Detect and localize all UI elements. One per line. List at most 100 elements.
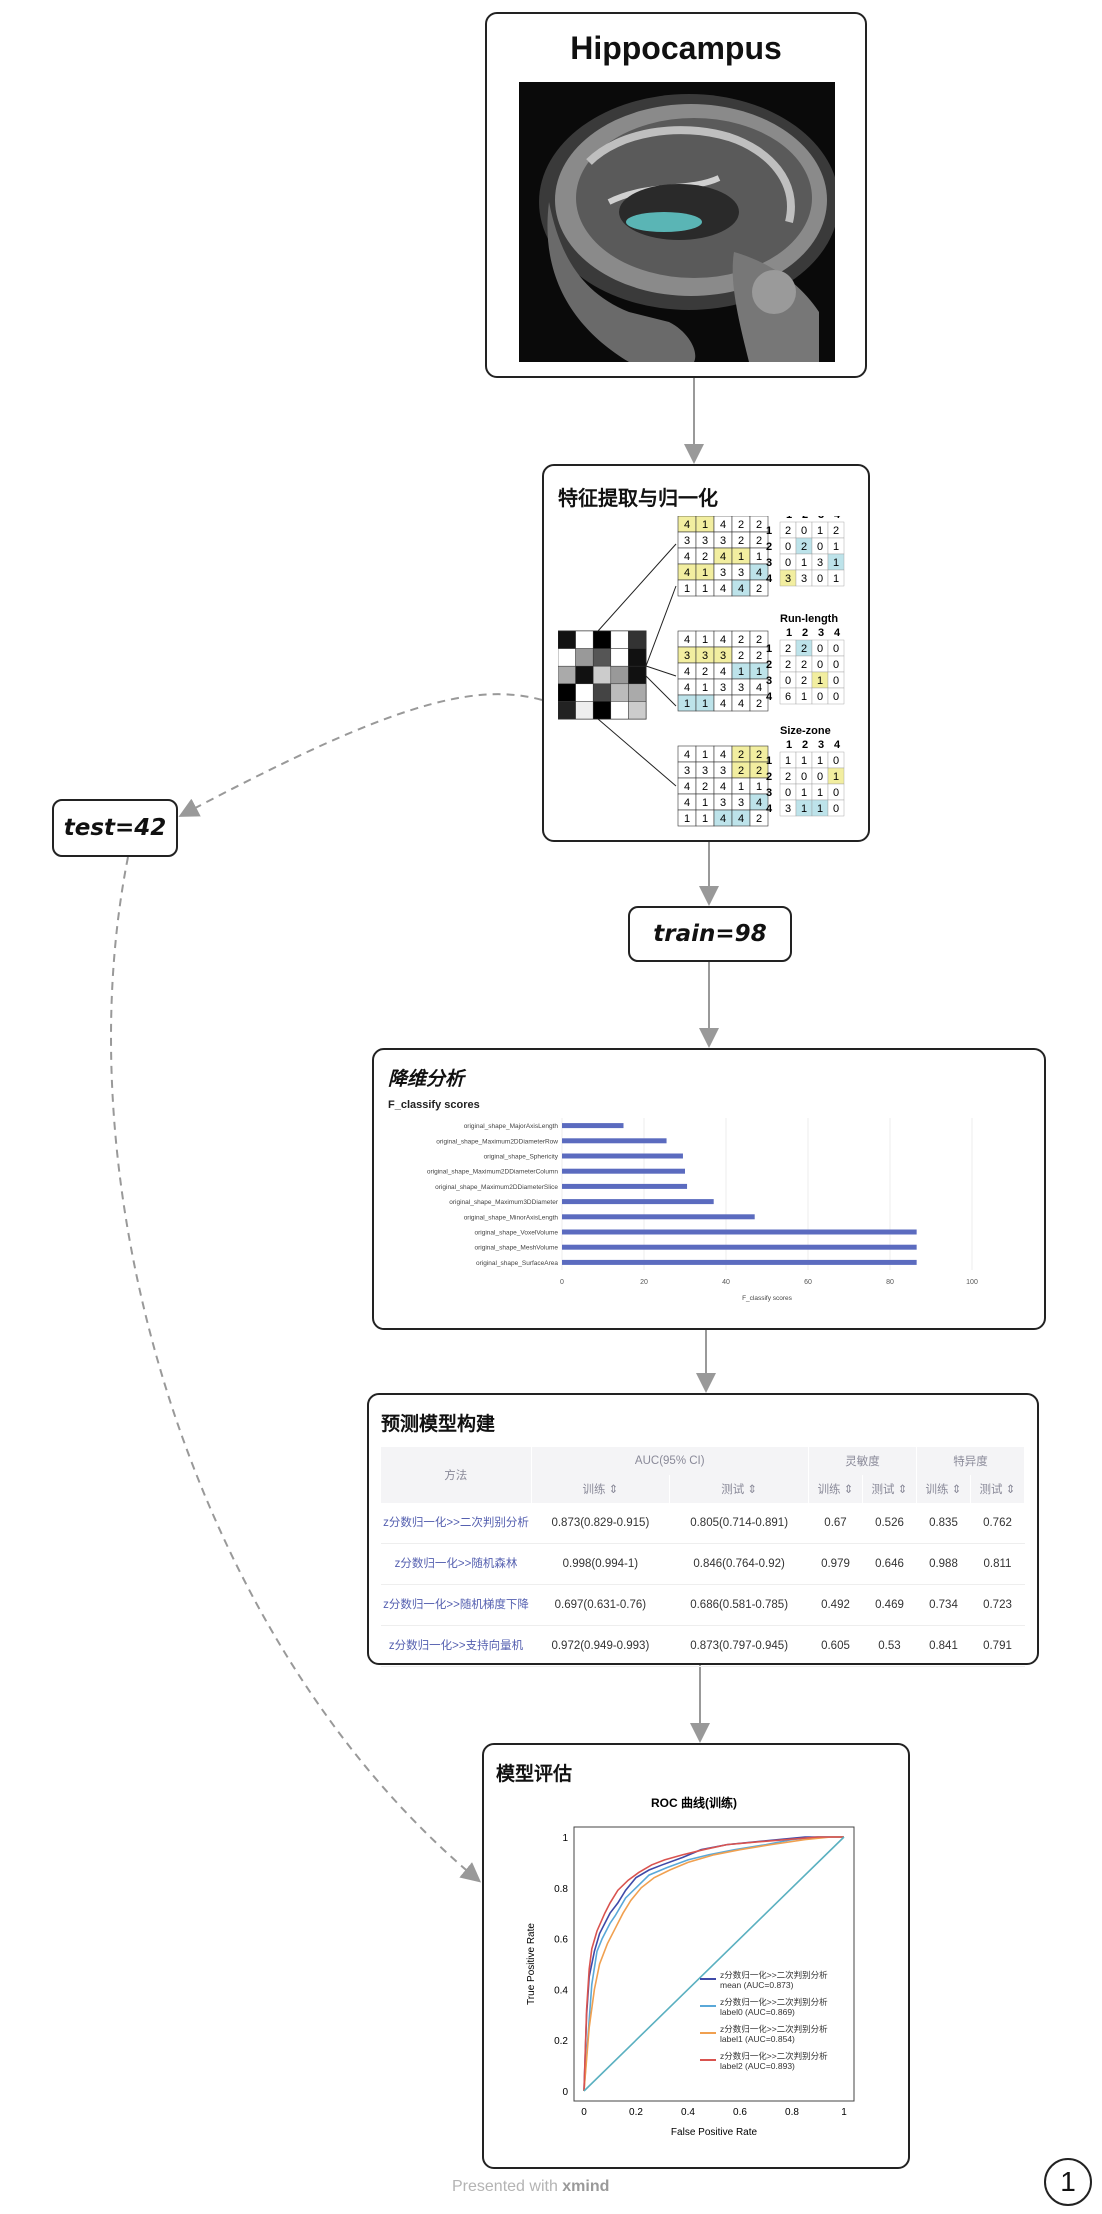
matrix-value: 1: [756, 666, 762, 678]
method-link[interactable]: z分数归一化>>二次判别分析: [381, 1503, 531, 1544]
matrix-row-label: 4: [766, 573, 773, 585]
sort-auc-test[interactable]: 测试 ⇕: [669, 1475, 809, 1503]
cell: 0.723: [970, 1584, 1025, 1626]
cell: 0.686(0.581-0.785): [669, 1584, 809, 1626]
node-title: 预测模型构建: [381, 1414, 496, 1435]
patch-pixel: [592, 701, 612, 720]
matrix-value: 2: [702, 781, 708, 793]
node-model-building[interactable]: 预测模型构建 方法 AUC(95% CI) 灵敏度 特异度 训练 ⇕ 测试 ⇕ …: [367, 1393, 1039, 1667]
matrix-header: 1: [786, 627, 792, 639]
matrix-value: 3: [720, 567, 726, 579]
matrix-value: 1: [833, 771, 839, 783]
bar: [562, 1244, 917, 1250]
sort-spec-train[interactable]: 训练 ⇕: [916, 1475, 971, 1503]
patch-pixel: [558, 665, 576, 685]
sort-auc-train[interactable]: 训练 ⇕: [531, 1475, 671, 1503]
matrix-value: 3: [738, 567, 744, 579]
matrix-value: 0: [817, 573, 823, 585]
matrix-value: 3: [720, 765, 726, 777]
matrix-value: 0: [833, 787, 839, 799]
patch-pixel: [592, 683, 612, 702]
matrix-value: 2: [785, 525, 791, 537]
cell: 0.805(0.714-0.891): [669, 1503, 809, 1544]
cell: 0.734: [916, 1584, 971, 1626]
matrix-row-label: 1: [766, 755, 772, 767]
roc-series-line: [583, 1836, 844, 2092]
matrix-row-label: 1: [766, 643, 772, 655]
matrix-value: 1: [702, 698, 708, 710]
matrix-value: 4: [684, 666, 690, 678]
category-label: original_shape_VoxelVolume: [475, 1230, 559, 1237]
legend-label: label1 (AUC=0.854): [720, 2034, 795, 2044]
roc-series-line: [583, 1836, 844, 2092]
matrix-value: 0: [801, 525, 807, 537]
node-hippocampus[interactable]: Hippocampus: [485, 12, 867, 378]
method-link[interactable]: z分数归一化>>随机森林: [381, 1543, 531, 1585]
matrix-header: 2: [802, 739, 808, 751]
matrix-value: 4: [684, 749, 690, 761]
x-tick-label: 20: [640, 1279, 648, 1286]
y-axis-label: True Positive Rate: [526, 1923, 537, 2005]
matrix-row-label: 1: [766, 525, 772, 537]
cell: 0.492: [808, 1584, 863, 1626]
x-tick-label: 0.4: [681, 2107, 695, 2118]
matrix-value: 1: [702, 682, 708, 694]
roc-series-line: [583, 1836, 845, 2092]
patch-pixel: [610, 630, 629, 649]
matrix-value: 1: [801, 787, 807, 799]
cell: 0.873(0.797-0.945): [669, 1625, 809, 1667]
cell: 0.697(0.631-0.76): [531, 1584, 670, 1626]
patch-pixel: [628, 665, 647, 685]
matrix-value: 2: [785, 771, 791, 783]
node-train-set[interactable]: train=98: [628, 906, 792, 962]
matrix-value: 2: [833, 525, 839, 537]
matrix-value: 0: [817, 659, 823, 671]
sort-sens-test[interactable]: 测试 ⇕: [862, 1475, 917, 1503]
method-link[interactable]: z分数归一化>>随机梯度下降: [381, 1584, 531, 1626]
matrix-row-label: 2: [766, 541, 772, 553]
category-label: original_shape_MajorAxisLength: [464, 1123, 559, 1130]
sort-spec-test[interactable]: 测试 ⇕: [970, 1475, 1026, 1503]
category-label: original_shape_Maximum3DDiameter: [449, 1199, 559, 1206]
matrix-value: 1: [702, 813, 708, 825]
legend-label: z分数归一化>>二次判别分析: [720, 2051, 828, 2061]
roc-series-line: [583, 1836, 844, 2092]
patch-pixel: [558, 683, 576, 702]
patch-pixel: [628, 683, 647, 702]
cell: 0.972(0.949-0.993): [531, 1625, 670, 1667]
matrix-value: 0: [785, 557, 791, 569]
bar: [562, 1259, 917, 1265]
patch-pixel: [575, 648, 594, 667]
matrix-row-label: 3: [766, 787, 772, 799]
matrix-value: 2: [738, 749, 744, 761]
sort-sens-train[interactable]: 训练 ⇕: [808, 1475, 863, 1503]
patch-pixel: [592, 665, 612, 685]
arrow-test-to-eval: [110, 856, 482, 1883]
matrix-value: 1: [702, 634, 708, 646]
x-tick-label: 1: [841, 2107, 847, 2118]
matrix-header: 4: [834, 627, 841, 639]
y-tick-label: 0: [562, 2087, 568, 2098]
matrix-value: 4: [684, 551, 690, 563]
patch-pixel: [592, 630, 612, 649]
node-test-set[interactable]: test=42: [52, 799, 178, 857]
method-link[interactable]: z分数归一化>>支持向量机: [381, 1625, 531, 1667]
x-tick-label: 0.6: [733, 2107, 747, 2118]
patch-pixel: [558, 648, 576, 667]
bar: [562, 1138, 667, 1144]
matrix-value: 1: [833, 557, 839, 569]
cell: 0.67: [808, 1503, 863, 1544]
matrix-title: Size-zone: [780, 725, 831, 737]
category-label: original_shape_MinorAxisLength: [464, 1214, 559, 1221]
matrix-cell: [749, 579, 769, 597]
matrix-value: 0: [817, 541, 823, 553]
matrix-cell: [749, 809, 769, 827]
matrix-value: 1: [684, 813, 690, 825]
node-title: Hippocampus: [570, 30, 782, 66]
